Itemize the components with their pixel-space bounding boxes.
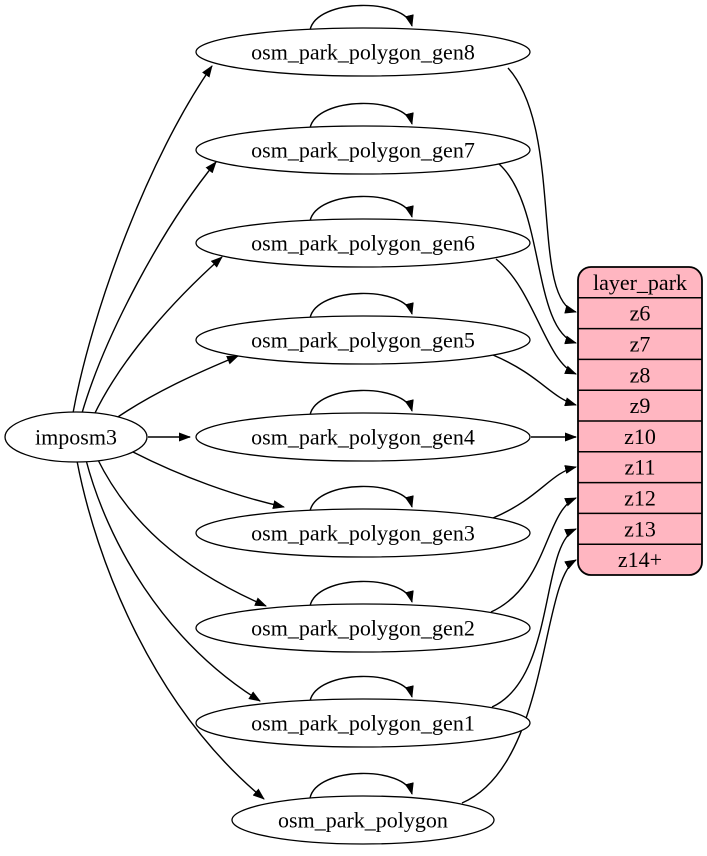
- self-loop-osm_park_polygon_gen2: [309, 580, 414, 607]
- node-label-osm_park_polygon_gen7: osm_park_polygon_gen7: [251, 138, 475, 163]
- edge-osm_park_polygon_gen3-to-z11: [492, 465, 577, 519]
- edge-imposm3-to-osm_park_polygon: [76, 460, 265, 800]
- edge-imposm3-to-osm_park_polygon_gen6: [93, 256, 223, 416]
- node-label-osm_park_polygon_gen2: osm_park_polygon_gen2: [251, 616, 475, 641]
- node-osm_park_polygon_gen5: [195, 315, 531, 365]
- table-title: layer_park: [593, 270, 687, 295]
- self-loop-osm_park_polygon_gen3: [309, 485, 414, 512]
- self-loop-osm_park_polygon_gen4: [309, 389, 414, 416]
- self-loop-osm_park_polygon: [309, 772, 414, 799]
- node-osm_park_polygon_gen6: [195, 218, 531, 268]
- edge-imposm3-to-osm_park_polygon_gen1: [85, 459, 261, 702]
- self-loop-osm_park_polygon_gen5: [309, 292, 414, 319]
- edge-imposm3-to-osm_park_polygon_gen8: [72, 65, 213, 414]
- self-loop-osm_park_polygon_gen8: [309, 4, 414, 31]
- edge-imposm3-to-osm_park_polygon_gen5: [111, 355, 239, 422]
- node-label-osm_park_polygon_gen3: osm_park_polygon_gen3: [251, 521, 475, 546]
- node-osm_park_polygon_gen2: [195, 603, 531, 653]
- node-label-osm_park_polygon_gen6: osm_park_polygon_gen6: [251, 231, 475, 256]
- edge-imposm3-to-osm_park_polygon_gen3: [132, 451, 285, 509]
- node-osm_park_polygon_gen1: [195, 698, 531, 748]
- edge-osm_park_polygon_gen1-to-z13: [491, 528, 577, 708]
- table-row-z11: z11: [625, 455, 656, 480]
- table-row-z8: z8: [630, 362, 651, 387]
- node-osm_park_polygon_gen8: [195, 27, 531, 77]
- edge-osm_park_polygon-to-z14+: [461, 559, 577, 804]
- edge-layer: [72, 4, 577, 804]
- edge-osm_park_polygon_gen5-to-z9: [492, 354, 577, 407]
- table-row-z10: z10: [624, 424, 656, 449]
- self-loop-osm_park_polygon_gen6: [309, 195, 414, 222]
- table-row-z6: z6: [630, 301, 651, 326]
- node-label-osm_park_polygon_gen8: osm_park_polygon_gen8: [251, 40, 475, 65]
- node-imposm3: [4, 411, 148, 463]
- table-row-z7: z7: [630, 332, 651, 357]
- node-osm_park_polygon: [231, 795, 495, 845]
- node-osm_park_polygon_gen7: [195, 125, 531, 175]
- table-row-z13: z13: [624, 516, 656, 541]
- table-row-z12: z12: [624, 486, 656, 511]
- edge-osm_park_polygon_gen8-to-z6: [507, 67, 577, 314]
- node-label-imposm3: imposm3: [35, 425, 117, 450]
- table-layer: layer_park z6 z7 z8 z9 z10 z11 z12 z13 z14+: [577, 266, 703, 576]
- node-label-osm_park_polygon: osm_park_polygon: [278, 808, 448, 833]
- node-label-osm_park_polygon_gen4: osm_park_polygon_gen4: [251, 425, 475, 450]
- edge-osm_park_polygon_gen2-to-z12: [490, 497, 577, 613]
- edge-osm_park_polygon_gen6-to-z8: [495, 258, 577, 375]
- node-layer: imposm3 osm_park_polygon_gen8 osm_park_pol…: [4, 27, 531, 845]
- edge-imposm3-to-osm_park_polygon_gen7: [81, 161, 217, 414]
- edge-osm_park_polygon_gen7-to-z7: [498, 163, 577, 345]
- self-loop-osm_park_polygon_gen7: [309, 102, 414, 129]
- node-label-osm_park_polygon_gen5: osm_park_polygon_gen5: [251, 328, 475, 353]
- node-osm_park_polygon_gen3: [195, 508, 531, 558]
- table-row-z14+: z14+: [618, 547, 662, 572]
- node-label-osm_park_polygon_gen1: osm_park_polygon_gen1: [251, 711, 475, 736]
- self-loop-osm_park_polygon_gen1: [309, 675, 414, 702]
- node-osm_park_polygon_gen4: [195, 412, 531, 462]
- table-row-z9: z9: [630, 393, 651, 418]
- edge-imposm3-to-osm_park_polygon_gen2: [96, 457, 267, 607]
